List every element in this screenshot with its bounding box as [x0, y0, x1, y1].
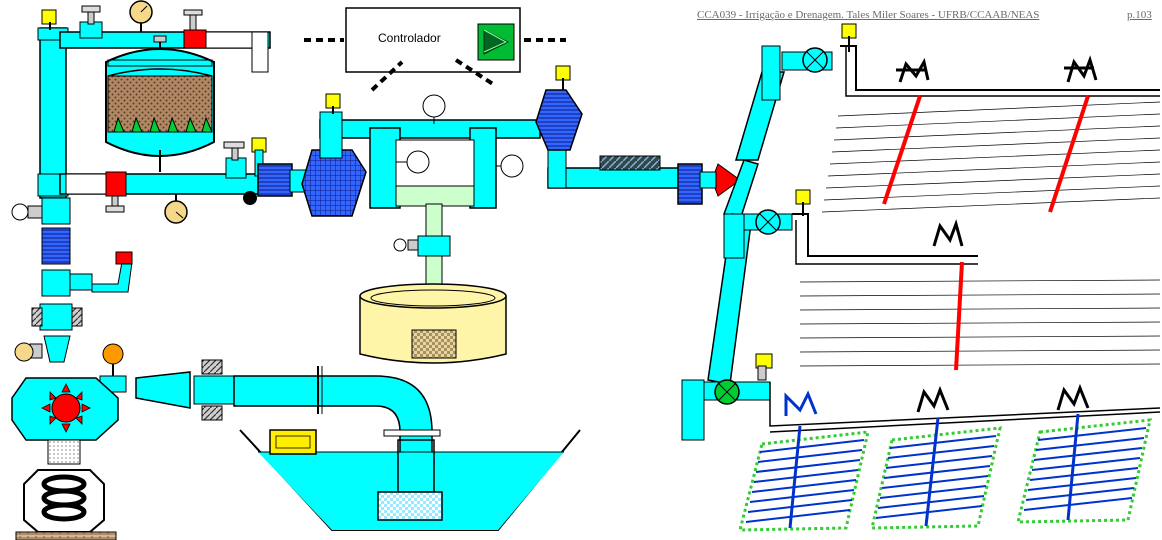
hydrocyclone-filter	[535, 89, 583, 151]
zone-3-valve	[714, 353, 1161, 433]
controller-signal-lines	[304, 38, 566, 92]
controller-box: Controlador	[345, 7, 521, 73]
left-lower-piping	[11, 197, 133, 393]
pressure-gauge-bottom	[164, 194, 188, 224]
page-number: p.103	[1127, 9, 1152, 21]
flow-meter	[599, 155, 661, 171]
zone-1-laterals	[882, 95, 1090, 213]
left-vertical-pipe	[37, 27, 69, 199]
pressure-gauge-top	[129, 0, 153, 32]
controller-label: Controlador	[378, 31, 441, 45]
suction-pipe	[135, 359, 433, 461]
filter-nozzles	[113, 116, 213, 133]
disc-filter	[301, 149, 367, 217]
zone-2-valve	[755, 189, 978, 265]
inline-filter	[677, 163, 703, 205]
top-pipe	[59, 21, 271, 73]
bottom-pipe-left	[59, 141, 261, 213]
fertilizer-tank	[359, 283, 507, 364]
pump-housing	[11, 377, 119, 441]
yellow-tag	[41, 9, 57, 25]
zone-1-sprinklers	[896, 55, 1098, 83]
water-reservoir	[239, 429, 581, 531]
central-pipework	[319, 93, 689, 209]
mainline-pipe	[681, 45, 833, 441]
zone-1-valve	[802, 23, 1160, 97]
drip-block-1	[738, 390, 870, 532]
zone-2-field	[799, 279, 1161, 367]
red-valve-bottom	[105, 171, 127, 197]
electric-motor	[15, 439, 117, 540]
course-header: CCA039 - Irrigação e Drenagem. Tales Mil…	[697, 9, 1040, 21]
drip-block-3	[1016, 383, 1152, 524]
sand-filter-tank	[105, 35, 215, 172]
drip-block-2	[870, 385, 1002, 530]
red-valve-top	[183, 29, 207, 49]
zone-2-lateral	[954, 261, 964, 371]
zone-1-field	[821, 101, 1161, 213]
valve-handle-top	[81, 5, 203, 33]
zone-2-sprinkler	[932, 219, 964, 247]
